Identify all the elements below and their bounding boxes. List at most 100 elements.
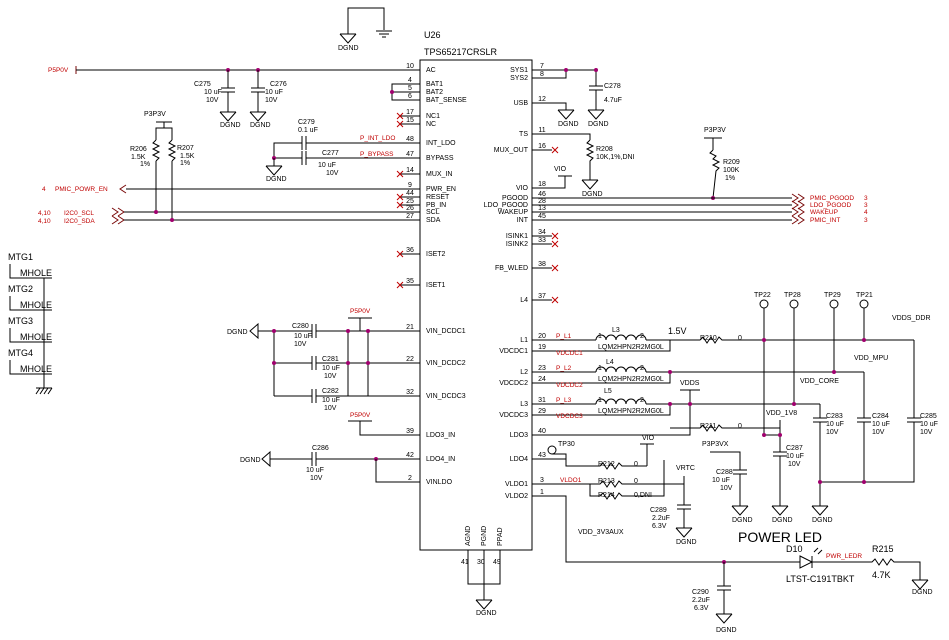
c280-ref: C280 — [292, 323, 309, 330]
pin-number-left: 10 — [406, 63, 414, 70]
r212-value: 0 — [634, 461, 638, 468]
c288-volt: 10V — [720, 485, 733, 492]
c288-value: 10 uF — [712, 477, 730, 484]
pin-name-left: AC — [426, 67, 436, 74]
c286-volt: 10V — [310, 475, 323, 482]
c278-value: 4.7uF — [604, 97, 622, 104]
pin-name-bottom: AGND — [465, 526, 472, 546]
power-led-section: VDD_3V3AUX D10 LTST-C191TBKT POWER LED P… — [552, 495, 933, 634]
dgnd-label-c287: DGND — [772, 517, 793, 524]
ldo-input-section: P5P0V DGND C286 10 uF 10V — [240, 412, 400, 483]
mtg3-label: MHOLE — [20, 332, 52, 342]
l3-pin2: 2 — [640, 333, 644, 340]
vdd-3v3aux-label: VDD_3V3AUX — [578, 529, 624, 536]
pmic-pgood-label: PMIC_PGOOD — [810, 195, 854, 202]
pin-number-right: 3 — [540, 477, 544, 484]
mtg2-ref: MTG2 — [8, 284, 33, 294]
r215-ref: R215 — [872, 544, 894, 554]
r209-value: 100K — [723, 167, 740, 174]
dgnd-gnd-tie: DGND — [338, 7, 392, 52]
r210-ref: R210 — [700, 335, 717, 342]
c280-value: 10 uF — [294, 333, 312, 340]
c284-ref: C284 — [872, 413, 889, 420]
pin-number-bottom: 49 — [493, 559, 501, 566]
c282-ref: C282 — [322, 388, 339, 395]
pmic-powr-en-label: PMIC_POWR_EN — [55, 186, 108, 193]
p-l3-label: P_L3 — [556, 397, 572, 404]
no-connect-mark — [396, 120, 404, 128]
c285-volt: 10V — [920, 429, 933, 436]
pin-name-right: VDCDC3 — [499, 412, 528, 419]
pin-name-left: BAT2 — [426, 89, 443, 96]
pin-name-right: USB — [514, 100, 529, 107]
p3p3v-label-a: P3P3V — [144, 111, 166, 118]
wakeup-label: WAKEUP — [810, 209, 838, 216]
dgnd-label-c288: DGND — [732, 517, 753, 524]
pin-number-right: 31 — [538, 397, 546, 404]
c284-volt: 10V — [872, 429, 885, 436]
r211-value: 0 — [738, 423, 742, 430]
vio-label-a: VIO — [554, 166, 567, 173]
r211-ref: R211 — [700, 423, 716, 430]
pin-name-right: ISINK1 — [506, 233, 528, 240]
c278-ref: C278 — [604, 83, 621, 90]
r215-value: 4.7K — [872, 570, 891, 580]
pin-name-left: RESET — [426, 194, 450, 201]
c276-volt: 10V — [265, 97, 278, 104]
p-int-ldo-label: P_INT_LDO — [360, 135, 395, 142]
pin-name-right: LDO3 — [510, 432, 528, 439]
c290-volt: 6.3V — [694, 605, 709, 612]
pin-number-left: 32 — [406, 389, 414, 396]
r209-ref: R209 — [723, 159, 740, 166]
vrtc-label: VRTC — [676, 465, 695, 472]
pin-number-left: 21 — [406, 324, 414, 331]
pin-name-left: LDO3_IN — [426, 432, 455, 439]
r209-tol: 1% — [725, 175, 735, 182]
pin-number-right: 37 — [538, 293, 546, 300]
tp21-label: TP21 — [856, 292, 873, 299]
pin-name-right: WAKEUP — [498, 209, 528, 216]
p5p0v-label: P5P0V — [48, 67, 69, 74]
p5p0v-label-c: P5P0V — [350, 412, 371, 419]
c282-volt: 10V — [324, 405, 337, 412]
c284-value: 10 uF — [872, 421, 890, 428]
pin-name-left: MUX_IN — [426, 171, 452, 178]
c283-value: 10 uF — [826, 421, 844, 428]
r208-ref: R208 — [596, 146, 613, 153]
pin-number-left: 44 — [406, 190, 414, 197]
pin-number-right: 28 — [538, 198, 546, 205]
mtg4-label: MHOLE — [20, 364, 52, 374]
pin-number-left: 4 — [408, 77, 412, 84]
pin-number-left: 48 — [406, 136, 414, 143]
dgnd-label-ldo: DGND — [240, 457, 261, 464]
pin-name-right: L4 — [520, 297, 528, 304]
no-connect-mark — [396, 250, 404, 258]
pmic-int-label: PMIC_INT — [810, 217, 840, 224]
pin-number-right: 29 — [538, 408, 546, 415]
pin-number-right: 7 — [540, 63, 544, 70]
p-l2-label: P_L2 — [556, 365, 572, 372]
pin-number-right: 16 — [538, 143, 546, 150]
dgnd-label-usb: DGND — [558, 121, 579, 128]
pin-number-left: 36 — [406, 247, 414, 254]
pin-name-left: VINLDO — [426, 479, 453, 486]
pwr-ledr-label: PWR_LEDR — [826, 553, 862, 560]
c289-value: 2.2uF — [652, 515, 670, 522]
mtg2-label: MHOLE — [20, 300, 52, 310]
pin-name-left: SDA — [426, 217, 441, 224]
c280-volt: 10V — [294, 341, 307, 348]
r206-ref: R206 — [130, 146, 147, 153]
dgnd-label-c275: DGND — [220, 122, 241, 129]
dgnd-label-c278: DGND — [588, 121, 609, 128]
p-l1-label: P_L1 — [556, 333, 572, 340]
pin-name-left: ISET2 — [426, 251, 446, 258]
r210-value: 0 — [738, 335, 742, 342]
c275-value: 10 uF — [204, 89, 222, 96]
ldo-bypass-caps: C279 0.1 uF P_INT_LDO C277 10 uF 10V P_B… — [265, 119, 400, 183]
c287-ref: C287 — [786, 445, 803, 452]
pin-name-right: L3 — [520, 401, 528, 408]
pin-name-left: BYPASS — [426, 155, 454, 162]
l3-pin1: 1 — [598, 333, 602, 340]
c285-ref: C285 — [920, 413, 937, 420]
